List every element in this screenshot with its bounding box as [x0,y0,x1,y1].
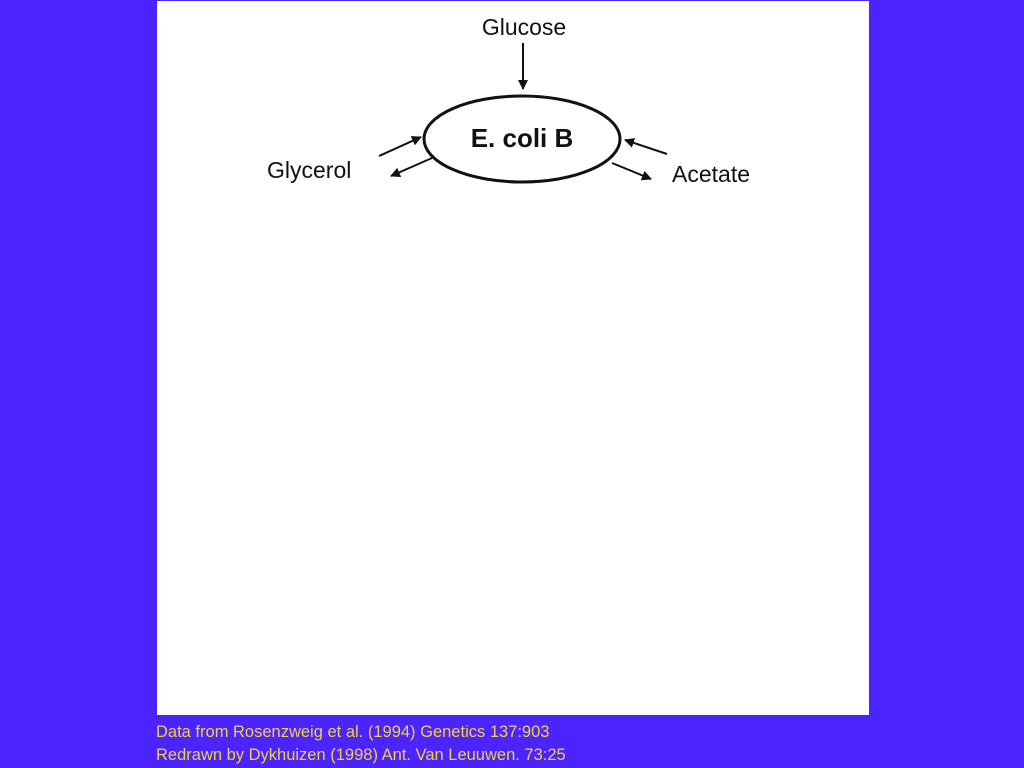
glycerol-label: Glycerol [267,157,351,183]
ecoli-ellipse [422,94,622,184]
acetate-label: Acetate [672,161,750,187]
citation-data-source: Data from Rosenzweig et al. (1994) Genet… [156,723,550,741]
figure-panel: E. coli B Glucose Glycerol Acetate [157,1,869,715]
glycerol-efflux-arrow [390,157,433,177]
ecoli-label: E. coli B [471,123,574,153]
acetate-efflux-arrow [611,162,652,181]
glucose-label: Glucose [482,14,566,40]
acetate-uptake-arrow [624,138,668,155]
citation-block: Data from Rosenzweig et al. (1994) Genet… [156,721,566,767]
citation-redrawn-by: Redrawn by Dykhuizen (1998) Ant. Van Leu… [156,746,566,764]
glycerol-uptake-arrow [378,136,422,157]
metabolism-diagram: E. coli B Glucose Glycerol Acetate [267,14,750,187]
